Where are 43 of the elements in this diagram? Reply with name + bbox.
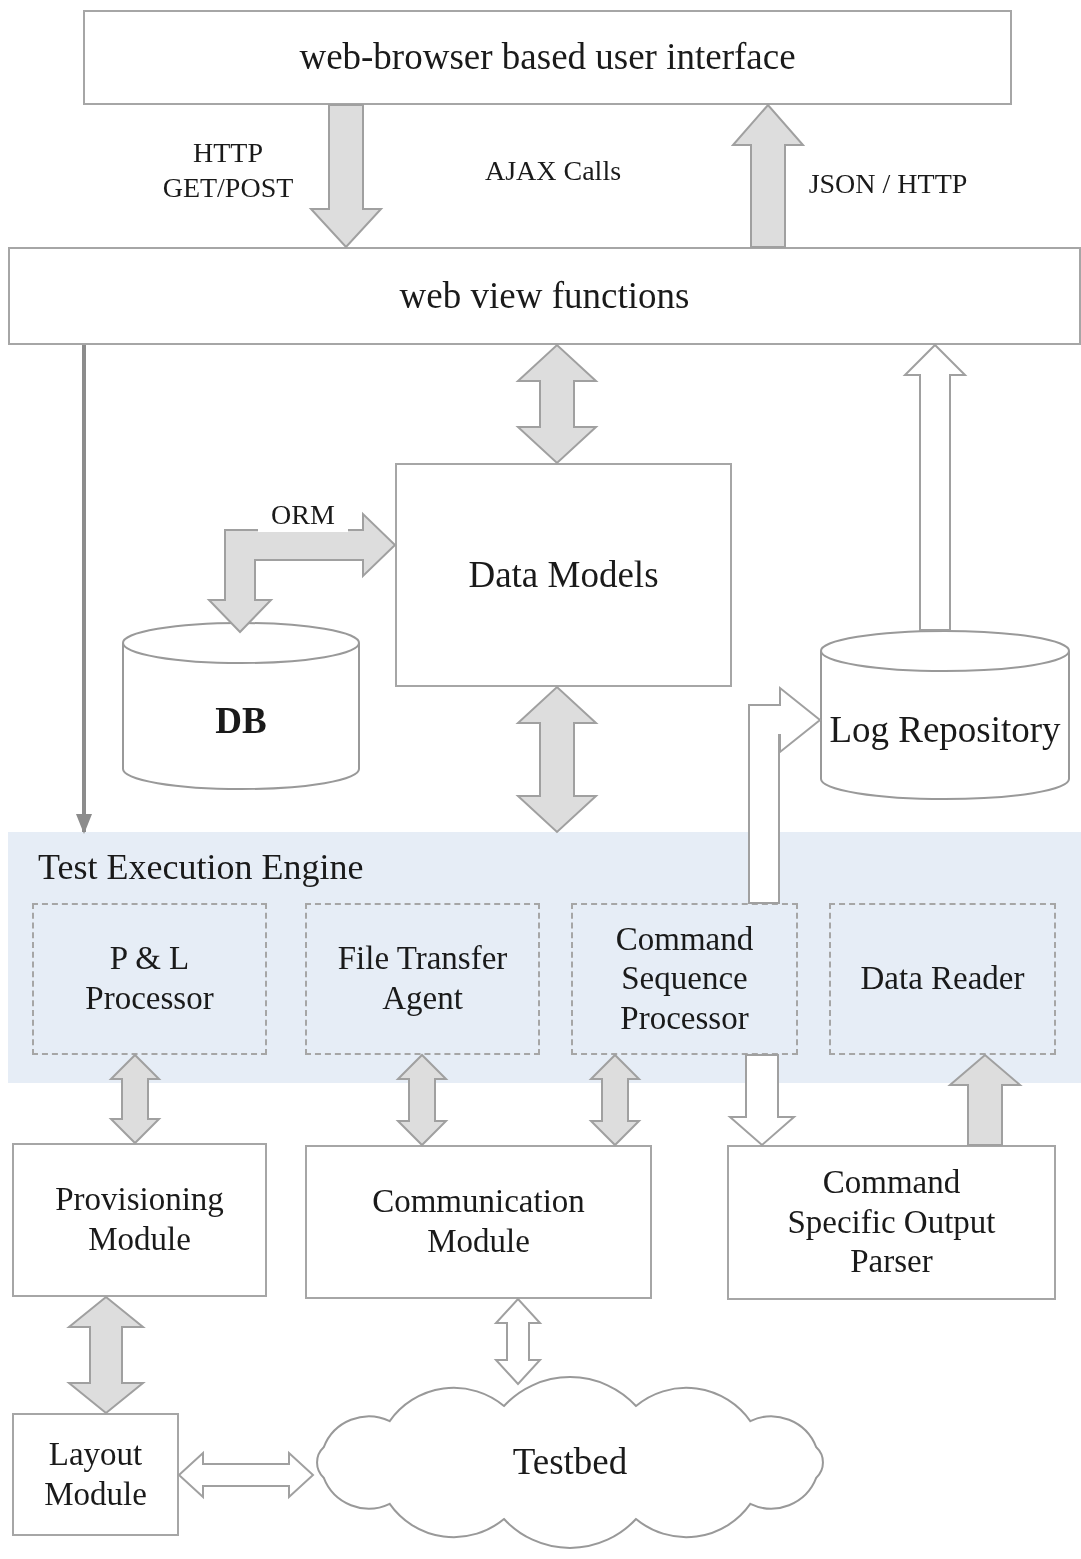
block-arrow [727,1054,797,1147]
interface-box [83,10,1012,105]
node-label: Data Reader [859,959,1026,999]
block-arrow [515,685,599,834]
section-heading: Test Execution Engine [38,846,364,889]
block-arrow [947,1053,1023,1146]
node-label: Communication Module [371,1182,586,1261]
node-label: Testbed [511,1440,629,1485]
component-box [32,903,267,1055]
module-box [305,1145,652,1299]
module-box [12,1413,179,1536]
module-box [12,1143,267,1297]
component-box [305,903,540,1055]
block-arrow [748,685,822,904]
node-label: Command Specific Output Parser [786,1163,997,1282]
layer-box [8,247,1081,345]
block-arrow [902,343,968,631]
node-label: Data Models [467,552,660,597]
node-label: DB [214,698,268,743]
engine-band [8,832,1081,1083]
node-label: web-browser based user interface [298,35,797,80]
block-arrow [206,511,397,634]
node-label: Layout Module [43,1434,148,1514]
component-box [829,903,1056,1055]
node-label: Provisioning Module [54,1180,225,1259]
node-label: Log Repository [828,707,1062,752]
block-arrow [493,1297,543,1386]
block-arrow [588,1053,642,1147]
block-arrow [515,343,599,465]
block-arrow [66,1295,146,1415]
block-arrow [108,1053,162,1145]
component-box [571,903,798,1055]
module-box [727,1145,1056,1300]
node-label: web view functions [398,273,691,318]
block-arrow [177,1450,315,1500]
block-arrow [395,1053,449,1147]
block-arrow [308,104,384,249]
process-box [395,463,732,687]
node-label: File Transfer Agent [336,939,509,1018]
node-label: P & L Processor [84,939,215,1018]
arrow [76,345,92,834]
node-label: Command Sequence Processor [614,919,755,1038]
block-arrow [730,103,806,248]
